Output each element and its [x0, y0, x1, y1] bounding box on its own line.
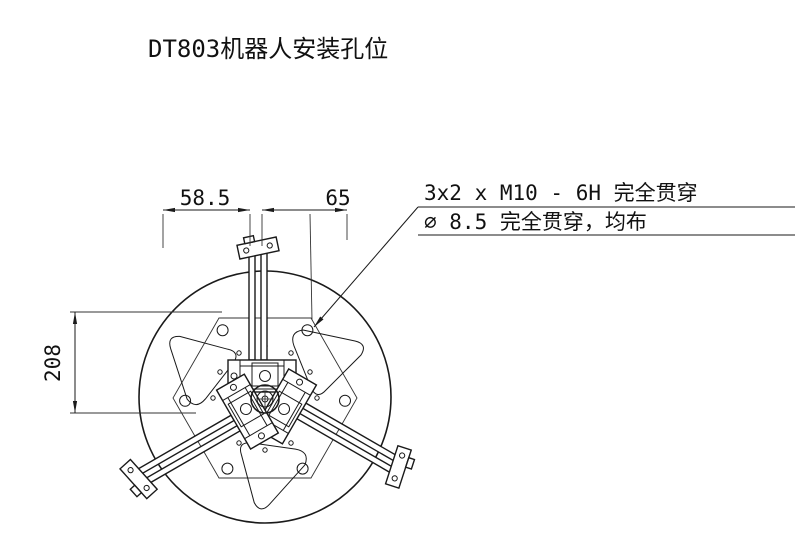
- m10-hole: [339, 394, 351, 407]
- small-hole: [314, 395, 320, 401]
- m10-hole: [221, 462, 234, 475]
- arrow-right: [238, 207, 250, 213]
- arrow-bottom: [72, 401, 78, 413]
- dim-65-label: 65: [325, 186, 350, 210]
- hub-plate-outline: [172, 317, 358, 479]
- robot-arm-lower-right: [253, 368, 429, 509]
- small-hole: [217, 369, 223, 375]
- small-hole: [210, 395, 216, 401]
- hole-center-line: [309, 213, 313, 321]
- leader-callout: 3x2 x M10 - 6H 完全贯穿 ∅ 8.5 完全贯穿，均布: [313, 181, 795, 328]
- m10-hole: [301, 324, 314, 337]
- dim-58-5-label: 58.5: [180, 186, 231, 210]
- dim-58-5: 58.5: [162, 186, 251, 248]
- m10-hole: [216, 324, 229, 337]
- arrow-top: [72, 312, 78, 324]
- leader-line: [313, 206, 419, 328]
- callout-line-2: ∅ 8.5 完全贯穿，均布: [424, 210, 647, 234]
- m10-hole: [296, 462, 309, 475]
- center-bore: [250, 384, 280, 414]
- callout-line-1: 3x2 x M10 - 6H 完全贯穿: [424, 181, 698, 205]
- small-hole: [307, 369, 313, 375]
- small-hole: [236, 350, 242, 356]
- dim-65: 65: [261, 186, 351, 321]
- arrow-left: [262, 207, 274, 213]
- leader-arrow: [314, 316, 324, 327]
- dim-208: 208: [41, 311, 222, 414]
- arrow-left: [163, 207, 175, 213]
- arrow-right: [335, 207, 347, 213]
- small-hole: [236, 440, 242, 446]
- center-hub: [250, 384, 280, 414]
- page-title: DT803机器人安装孔位: [148, 35, 388, 63]
- robot-arm-top: [227, 230, 297, 393]
- dim-208-label: 208: [41, 344, 65, 382]
- small-hole: [262, 447, 268, 453]
- small-hole: [288, 350, 294, 356]
- m10-hole: [179, 394, 192, 407]
- small-hole: [288, 440, 294, 446]
